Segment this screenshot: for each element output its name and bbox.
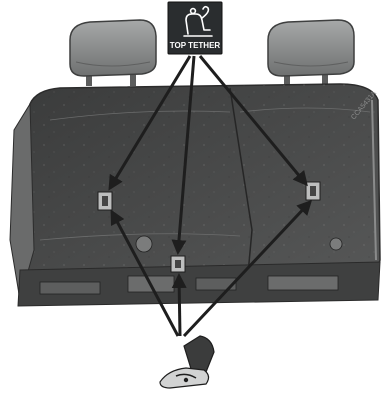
arrow-hook-to-center-anchor: [179, 276, 180, 336]
left-headrest: [70, 20, 156, 86]
right-headrest: [268, 20, 354, 86]
center-seat-anchor: [171, 256, 185, 272]
right-seat-anchor: [306, 182, 320, 200]
left-seat-anchor: [98, 192, 112, 210]
top-tether-badge: TOP TETHER: [168, 2, 222, 54]
top-tether-label: TOP TETHER: [170, 41, 221, 50]
tether-strap-hook-detail-icon: [160, 336, 214, 388]
